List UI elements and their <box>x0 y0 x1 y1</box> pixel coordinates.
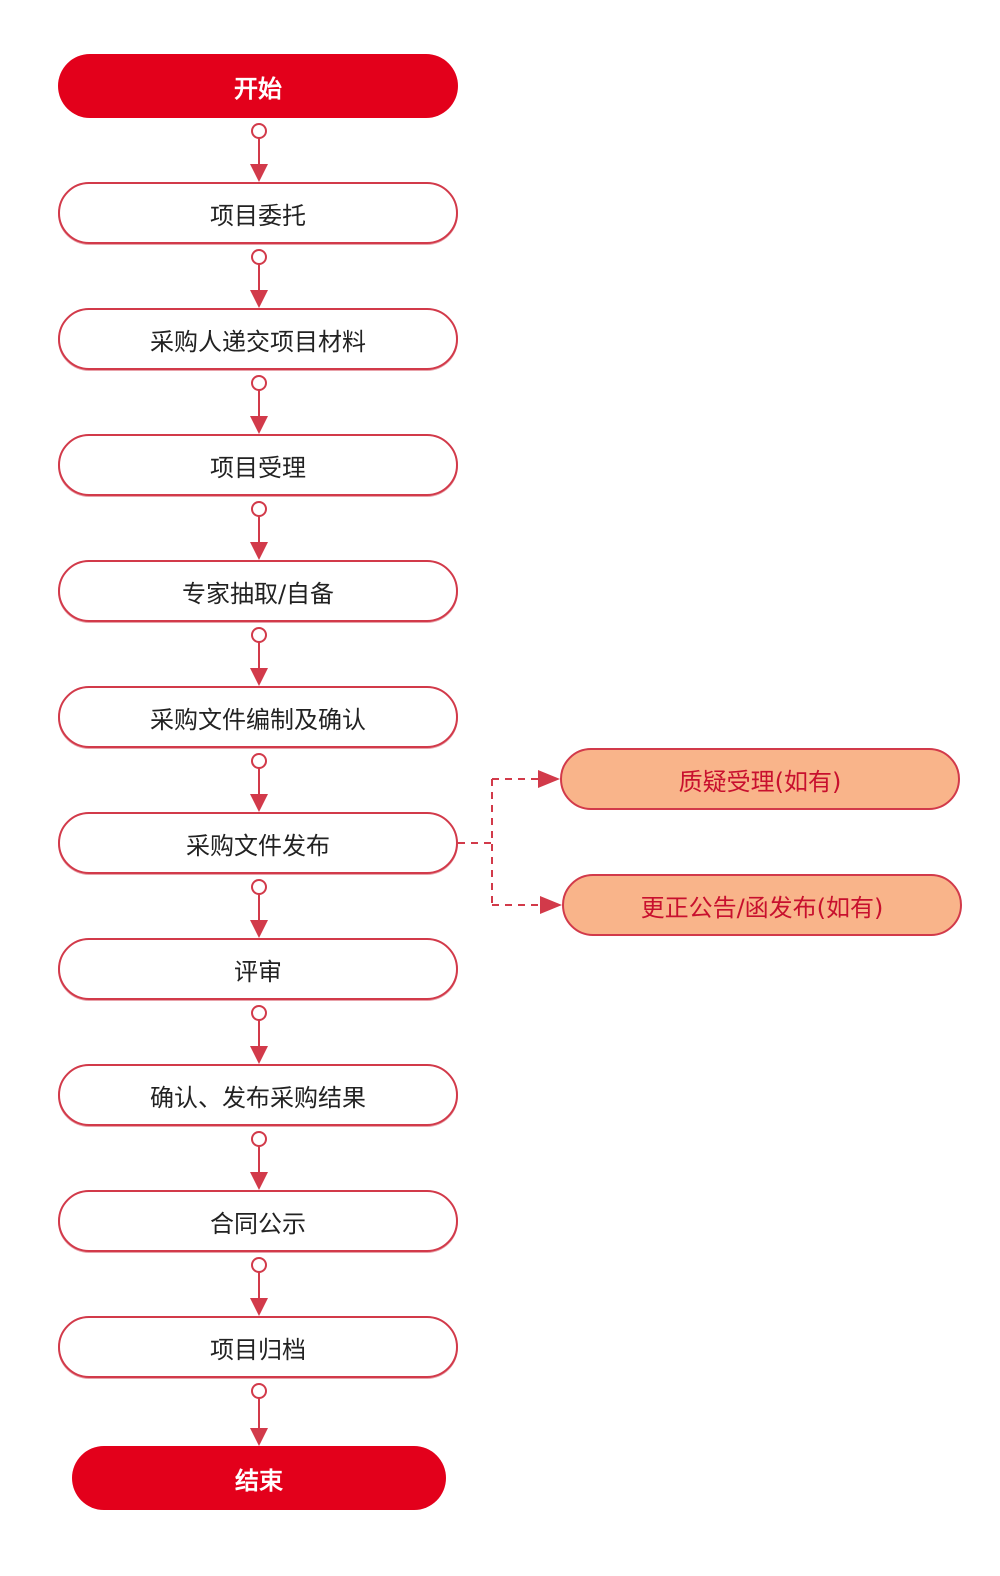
step-node-project-commission: 项目委托 <box>58 182 458 244</box>
arrow-down-icon <box>250 1428 268 1446</box>
arrow-down-icon <box>250 542 268 560</box>
arrow-down-icon <box>250 1172 268 1190</box>
arrow-down-icon <box>250 794 268 812</box>
arrow-down-icon <box>250 164 268 182</box>
step-node-expert-selection: 专家抽取/自备 <box>58 560 458 622</box>
connector-port-icon <box>251 879 267 895</box>
step-node-project-archive: 项目归档 <box>58 1316 458 1378</box>
step-label: 专家抽取/自备 <box>181 579 335 608</box>
step-node-confirm-results: 确认、发布采购结果 <box>58 1064 458 1126</box>
connector-port-icon <box>251 249 267 265</box>
start-node: 开始 <box>58 54 458 118</box>
arrow-down-icon <box>250 1046 268 1064</box>
step-node-contract-publicity: 合同公示 <box>58 1190 458 1252</box>
arrow-down-icon <box>250 416 268 434</box>
connector-port-icon <box>251 123 267 139</box>
branch-node-query-handling: 质疑受理(如有) <box>560 748 960 810</box>
connector-port-icon <box>251 1257 267 1273</box>
step-label: 采购文件编制及确认 <box>150 705 366 734</box>
arrow-down-icon <box>250 1298 268 1316</box>
connector-port-icon <box>251 1131 267 1147</box>
step-label: 合同公示 <box>210 1209 306 1238</box>
branch-node-correction-notice: 更正公告/函发布(如有) <box>562 874 962 936</box>
arrow-down-icon <box>250 668 268 686</box>
step-node-document-preparation: 采购文件编制及确认 <box>58 686 458 748</box>
end-node: 结束 <box>72 1446 446 1510</box>
step-label: 项目归档 <box>210 1335 306 1364</box>
connector-port-icon <box>251 375 267 391</box>
connector-port-icon <box>251 753 267 769</box>
arrow-right-icon <box>540 896 562 914</box>
step-node-document-release: 采购文件发布 <box>58 812 458 874</box>
connector-port-icon <box>251 1383 267 1399</box>
arrow-down-icon <box>250 290 268 308</box>
connector-port-icon <box>251 501 267 517</box>
arrow-right-icon <box>538 770 560 788</box>
connector-port-icon <box>251 627 267 643</box>
branch-label: 更正公告/函发布(如有) <box>640 893 884 922</box>
step-label: 采购文件发布 <box>186 831 330 860</box>
connector-port-icon <box>251 1005 267 1021</box>
arrow-down-icon <box>250 920 268 938</box>
start-label: 开始 <box>234 74 282 103</box>
step-label: 项目委托 <box>210 201 306 230</box>
step-node-submit-materials: 采购人递交项目材料 <box>58 308 458 370</box>
step-label: 确认、发布采购结果 <box>150 1083 366 1112</box>
step-label: 采购人递交项目材料 <box>150 327 366 356</box>
step-label: 项目受理 <box>210 453 306 482</box>
step-node-project-acceptance: 项目受理 <box>58 434 458 496</box>
end-label: 结束 <box>235 1466 283 1495</box>
branch-label: 质疑受理(如有) <box>678 767 842 796</box>
step-label: 评审 <box>234 957 282 986</box>
step-node-review: 评审 <box>58 938 458 1000</box>
